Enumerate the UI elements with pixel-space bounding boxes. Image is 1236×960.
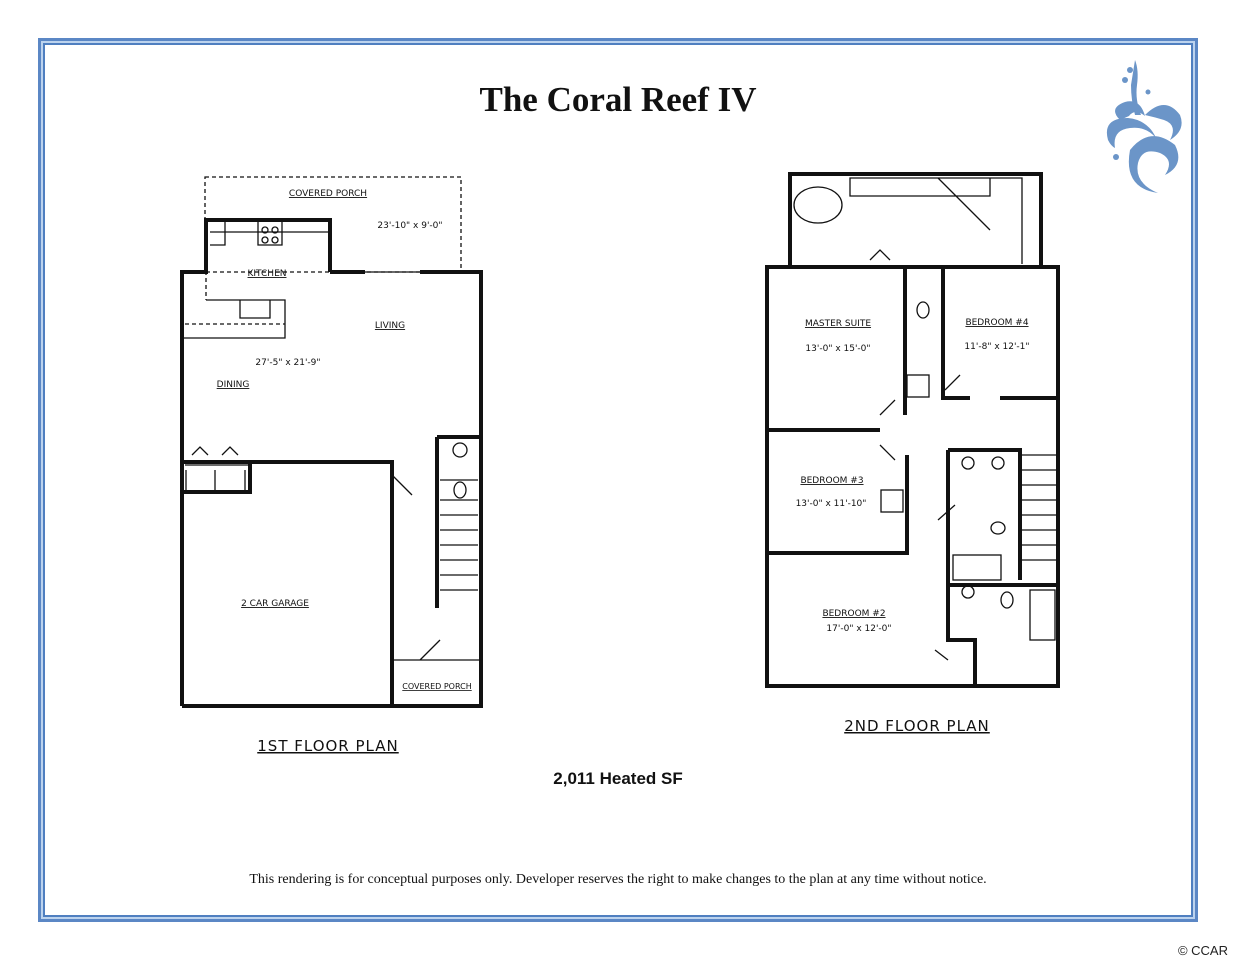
room-dim-bedroom-2: 17'-0" x 12'-0" (826, 624, 891, 634)
room-label-bedroom-3: BEDROOM #3 (800, 476, 863, 486)
room-label-bedroom-4: BEDROOM #4 (965, 318, 1028, 328)
copyright: © CCAR (1177, 943, 1228, 958)
room-label-kitchen: KITCHEN (248, 269, 287, 279)
room-label-garage: 2 CAR GARAGE (241, 599, 309, 609)
first-floor-title: 1ST FLOOR PLAN (257, 737, 398, 755)
room-label-master-suite: MASTER SUITE (805, 319, 871, 329)
room-label-covered-porch: COVERED PORCH (289, 189, 367, 199)
room-label-front-porch: COVERED PORCH (402, 682, 471, 691)
room-dim-bedroom-3: 13'-0" x 11'-10" (796, 499, 867, 509)
first-floor-plan: COVERED PORCH 23'-10" x 9'-0" KITCHEN LI… (180, 176, 483, 755)
second-floor-plan: MASTER SUITE 13'-0" x 15'-0" BEDROOM #4 … (765, 172, 1060, 735)
coral-swirl-logo (1106, 60, 1182, 193)
page-border (38, 38, 1198, 922)
heated-square-feet: 2,011 Heated SF (553, 769, 683, 788)
room-dim-covered-porch: 23'-10" x 9'-0" (377, 221, 442, 231)
second-floor-title: 2ND FLOOR PLAN (844, 717, 990, 735)
room-dim-living: 27'-5" x 21'-9" (255, 358, 320, 368)
page-title: The Coral Reef IV (479, 80, 757, 119)
room-dim-bedroom-4: 11'-8" x 12'-1" (964, 342, 1029, 352)
room-label-dining: DINING (217, 380, 250, 390)
disclaimer: This rendering is for conceptual purpose… (249, 872, 987, 887)
room-label-bedroom-2: BEDROOM #2 (822, 609, 885, 619)
room-label-living: LIVING (375, 321, 405, 331)
room-dim-master-suite: 13'-0" x 15'-0" (805, 344, 870, 354)
